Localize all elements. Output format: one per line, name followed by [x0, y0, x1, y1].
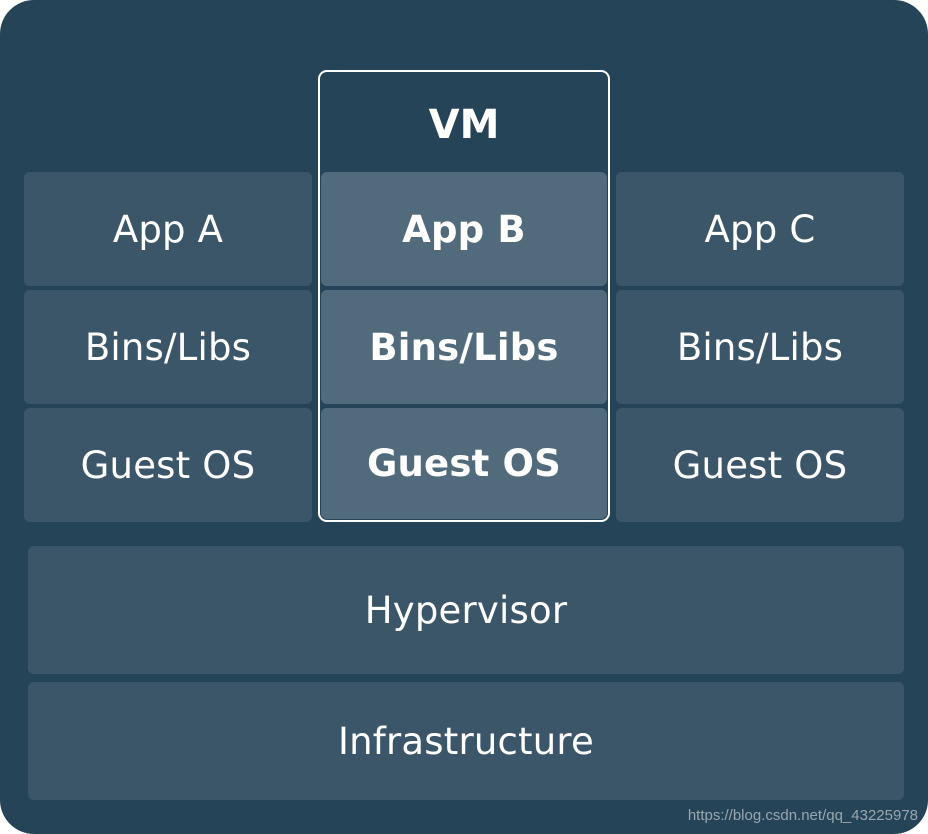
guest-os-a-block: Guest OS [24, 408, 312, 522]
bins-libs-a-block: Bins/Libs [24, 290, 312, 404]
bins-libs-b-block: Bins/Libs [321, 290, 607, 404]
guest-os-b-block: Guest OS [321, 408, 607, 519]
hypervisor-layer: Hypervisor [28, 546, 904, 674]
app-c-block: App C [616, 172, 904, 286]
infrastructure-layer: Infrastructure [28, 682, 904, 800]
app-b-block: App B [321, 172, 607, 286]
bins-libs-c-block: Bins/Libs [616, 290, 904, 404]
guest-os-c-block: Guest OS [616, 408, 904, 522]
app-a-block: App A [24, 172, 312, 286]
vm-title: VM [428, 102, 500, 148]
watermark-text: https://blog.csdn.net/qq_43225978 [687, 807, 918, 824]
